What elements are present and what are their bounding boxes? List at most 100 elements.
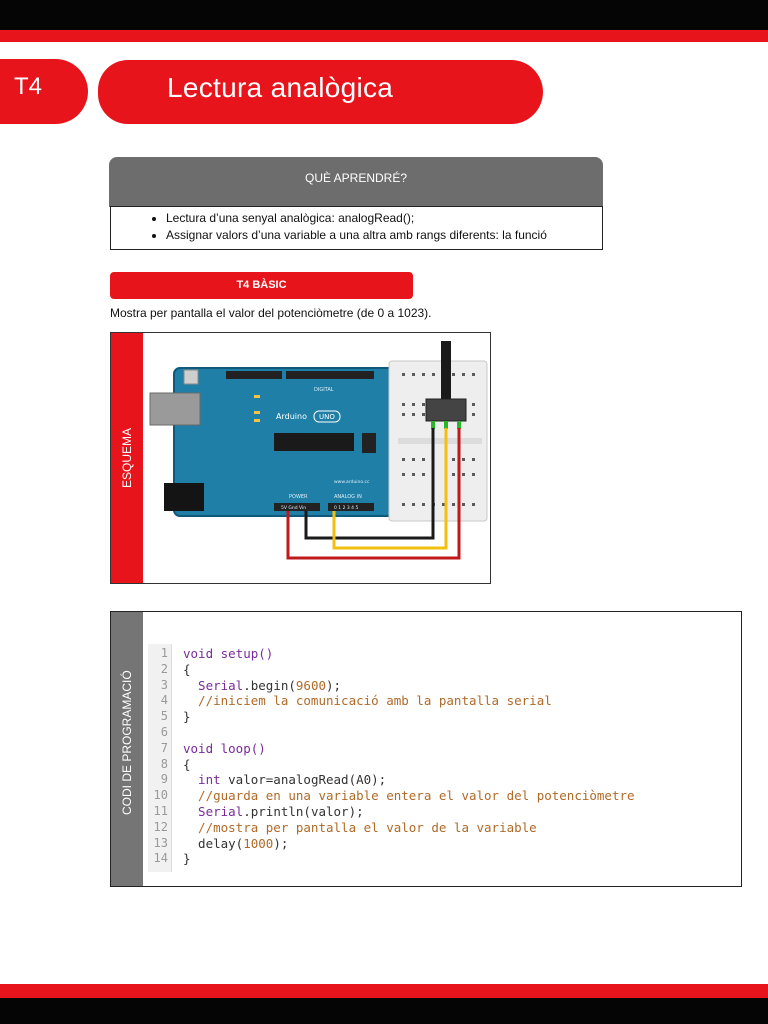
analog-label: ANALOG IN <box>334 494 362 500</box>
code-box: CODI DE PROGRAMACIÓ void setup(){ Serial… <box>110 611 742 887</box>
pot-pin-right <box>457 421 461 429</box>
line-number: 5 <box>160 709 168 724</box>
digital-header-right <box>286 371 374 379</box>
icsp-header <box>362 433 376 453</box>
pot-pin-middle <box>444 421 448 429</box>
basic-heading: T4 BÀSIC <box>110 272 413 299</box>
code-side-label-bar: CODI DE PROGRAMACIÓ <box>111 612 143 886</box>
website-label: www.arduino.cc <box>334 479 370 485</box>
top-red-bar <box>0 30 768 42</box>
signal-wire <box>332 428 448 550</box>
page-title: Lectura analògica <box>167 72 394 103</box>
arduino-logo-text: Arduino <box>276 412 307 421</box>
line-number: 9 <box>160 772 168 787</box>
code-label: CODI DE PROGRAMACIÓ <box>120 670 134 815</box>
power-wire <box>286 428 461 560</box>
code-token: Serial <box>183 804 244 819</box>
ground-wire <box>304 428 435 540</box>
breadboard-channel <box>398 438 482 444</box>
code-token: .println(valor); <box>243 804 364 819</box>
potentiometer-body <box>425 398 467 422</box>
line-number: 10 <box>153 788 168 803</box>
schema-box: ESQUEMA DIGITAL Arduino UNO POWER ANALOG… <box>110 332 491 584</box>
pot-pin-left <box>431 421 435 429</box>
led-tx <box>254 411 260 414</box>
code-line: //mostra per pantalla el valor de la var… <box>183 820 537 835</box>
uno-label: UNO <box>319 413 335 421</box>
line-number: 6 <box>160 725 168 739</box>
code-editor: void setup(){ Serial.begin(9600); //inic… <box>148 644 738 872</box>
line-number: 2 <box>160 661 168 676</box>
line-number: 14 <box>153 851 168 866</box>
potentiometer-shaft <box>441 341 451 401</box>
digital-label: DIGITAL <box>314 387 334 393</box>
learn-item: Lectura d’una senyal analògica: analogRe… <box>166 210 602 227</box>
code-token: } <box>183 851 191 867</box>
code-token: 9600 <box>295 677 327 693</box>
header-title-banner <box>98 60 543 124</box>
code-line: } <box>183 709 191 724</box>
code-line: Serial.println(valor); <box>183 804 364 819</box>
arduino-diagram: DIGITAL Arduino UNO POWER ANALOG IN www.… <box>149 341 488 560</box>
code-token: delay( <box>183 835 244 851</box>
led-l <box>254 395 260 398</box>
line-number-gutter <box>148 644 172 872</box>
code-line: { <box>183 757 191 772</box>
top-black-bar <box>0 0 768 30</box>
code-token: ); <box>273 835 289 851</box>
line-number: 7 <box>160 740 168 755</box>
code-token: void loop() <box>183 740 266 756</box>
line-number: 11 <box>153 804 168 818</box>
code-line: { <box>183 662 191 677</box>
code-line: //guarda en una variable entera el valor… <box>183 788 635 803</box>
microcontroller-chip <box>274 433 354 451</box>
code-token: //mostra per pantalla el valor de la var… <box>183 819 537 835</box>
schema-side-label-bar: ESQUEMA <box>111 333 143 583</box>
line-number: 12 <box>153 819 168 834</box>
header-code: T4 <box>14 73 43 100</box>
uno-badge <box>313 410 341 423</box>
code-token: { <box>183 661 191 677</box>
code-line: int valor=analogRead(A0); <box>183 772 386 787</box>
line-number: 3 <box>160 677 168 692</box>
analog-header <box>328 503 374 511</box>
code-token: void setup() <box>183 646 274 661</box>
code-line: //iniciem la comunicació amb la pantalla… <box>183 693 552 708</box>
led-rx <box>254 419 260 422</box>
power-label: POWER <box>289 494 308 500</box>
header-code-tab <box>0 59 88 124</box>
line-number: 4 <box>160 693 168 708</box>
power-jack <box>164 483 204 511</box>
learn-item: Assignar valors d’una variable a una alt… <box>166 227 602 244</box>
code-token: valor=analogRead(A0); <box>228 772 387 788</box>
bottom-red-bar <box>0 984 768 998</box>
code-token: //iniciem la comunicació amb la pantalla… <box>183 693 552 709</box>
learn-list-box: Lectura d’una senyal analògica: analogRe… <box>110 206 603 250</box>
code-line: } <box>183 851 191 866</box>
usb-connector <box>149 392 201 426</box>
code-line: delay(1000); <box>183 836 288 851</box>
code-token: //guarda en una variable entera el valor… <box>183 788 635 804</box>
code-token: ); <box>326 677 342 693</box>
line-number: 8 <box>160 756 168 771</box>
code-line: Serial.begin(9600); <box>183 678 341 693</box>
reset-button <box>183 369 199 385</box>
code-line: void loop() <box>183 741 266 756</box>
digital-header-left <box>226 371 282 379</box>
schema-label: ESQUEMA <box>120 428 134 489</box>
basic-description: Mostra per pantalla el valor del potenci… <box>110 306 432 320</box>
code-token: } <box>183 709 191 725</box>
code-token: { <box>183 756 191 772</box>
line-number: 13 <box>153 835 168 850</box>
code-token: int <box>183 772 229 788</box>
bottom-black-bar <box>0 998 768 1024</box>
learn-heading: QUÈ APRENDRÉ? <box>109 157 603 207</box>
code-token: .begin( <box>243 677 296 693</box>
power-pins-label: 5V Gnd Vin <box>281 505 306 511</box>
learn-list: Lectura d’una senyal analògica: analogRe… <box>111 210 602 244</box>
analog-pins-label: 0 1 2 3 4 5 <box>334 505 358 511</box>
code-token: Serial <box>183 677 244 693</box>
code-token: 1000 <box>243 835 274 851</box>
power-header <box>274 503 320 511</box>
code-line: void setup() <box>183 646 273 661</box>
